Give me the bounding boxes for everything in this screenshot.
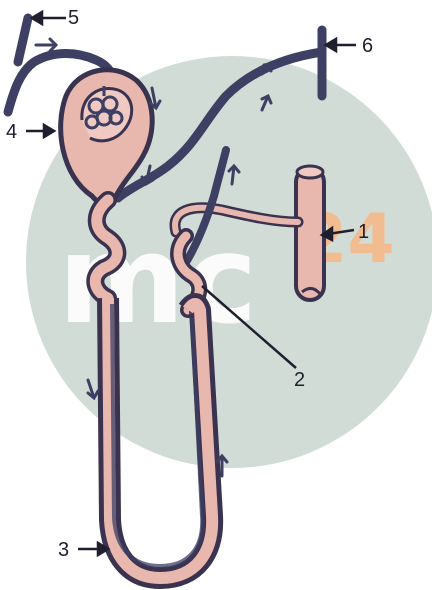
callout-pointer-6 — [326, 39, 356, 51]
callout-pointer-4 — [26, 125, 54, 137]
callout-number-5: 5 — [68, 7, 79, 29]
callout-pointer-5 — [32, 12, 66, 24]
callout-number-6: 6 — [362, 35, 373, 57]
callout-number-3: 3 — [58, 539, 69, 561]
collecting-duct-top — [297, 166, 323, 178]
renal-artery-segment — [18, 18, 28, 62]
callout-number-2: 2 — [294, 369, 305, 391]
callout-number-4: 4 — [6, 121, 17, 143]
callout-number-1: 1 — [358, 221, 369, 243]
arrow-right-icon — [36, 39, 56, 51]
collecting-duct-body — [296, 168, 324, 300]
collecting-duct — [296, 166, 324, 300]
